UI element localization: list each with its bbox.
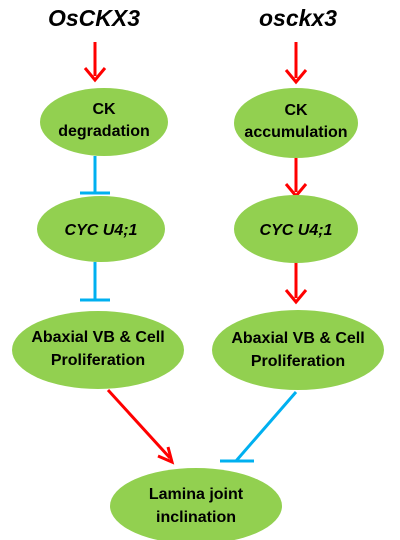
- node-ck-degradation-line2: degradation: [58, 123, 150, 140]
- edge-oskx3-to-ck-degradation: [83, 42, 107, 83]
- edge-osckx3-to-ck-accumulation: [284, 42, 308, 85]
- node-lamina-line2: inclination: [156, 509, 236, 526]
- node-ck-degradation: CK degradation: [40, 88, 168, 156]
- node-lamina-joint-inclination: Lamina joint inclination: [110, 468, 282, 540]
- node-cyc-right-label: CYC U4;1: [260, 222, 333, 239]
- edge-abaxial-left-to-lamina: [106, 388, 175, 465]
- node-ck-accumulation-line1: CK: [284, 102, 308, 119]
- node-cyc-left: CYC U4;1: [37, 196, 165, 262]
- edge-ck-accumulation-to-cyc: [284, 158, 308, 199]
- gene-label-right: osckx3: [259, 5, 337, 31]
- edge-cyc-to-abaxial-right: [284, 262, 308, 305]
- node-abaxial-left-line2: Proliferation: [51, 352, 145, 369]
- node-lamina-line1: Lamina joint: [149, 486, 244, 503]
- node-cyc-left-label: CYC U4;1: [65, 222, 138, 239]
- node-abaxial-left-line1: Abaxial VB & Cell: [31, 329, 164, 346]
- node-ck-accumulation-line2: accumulation: [244, 124, 347, 141]
- node-abaxial-right-line2: Proliferation: [251, 353, 345, 370]
- node-abaxial-right-line1: Abaxial VB & Cell: [231, 330, 364, 347]
- node-ck-accumulation: CK accumulation: [234, 88, 358, 158]
- node-ck-degradation-line1: CK: [92, 101, 116, 118]
- edge-cyc-inhibits-abaxial-left: [80, 262, 110, 302]
- edge-ck-degradation-inhibits-cyc: [80, 156, 110, 195]
- edge-abaxial-right-inhibits-lamina: [220, 391, 298, 463]
- node-abaxial-right: Abaxial VB & Cell Proliferation: [212, 310, 384, 390]
- gene-label-left: OsCKX3: [48, 5, 140, 31]
- node-cyc-right: CYC U4;1: [234, 195, 358, 263]
- node-abaxial-left: Abaxial VB & Cell Proliferation: [12, 311, 184, 389]
